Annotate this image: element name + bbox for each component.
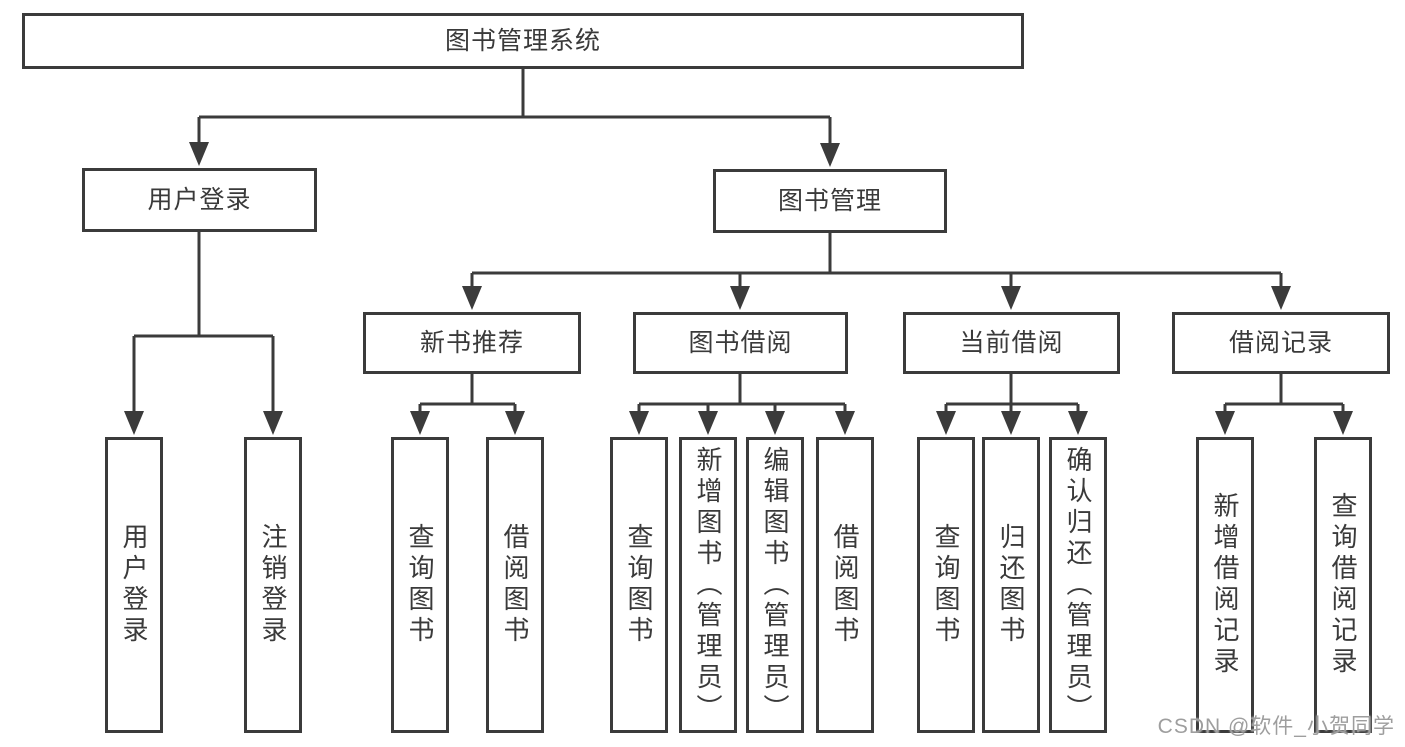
node-user-login: 用户登录 [82,168,317,232]
leaf-add-books-admin: 新增图书（管理员） [679,437,737,733]
node-library-management-system: 图书管理系统 [22,13,1024,69]
leaf-borrow-books-2: 借阅图书 [816,437,874,733]
node-label: 图书管理 [777,186,882,215]
leaf-logout: 注销登录 [244,437,302,733]
leaf-edit-books-admin: 编辑图书（管理员） [746,437,804,733]
leaf-query-books-3: 查询图书 [917,437,975,733]
node-book-management: 图书管理 [713,169,947,233]
leaf-add-borrow-record: 新增借阅记录 [1196,437,1254,733]
node-label: 查询借阅记录 [1328,492,1358,678]
node-label: 注销登录 [258,523,288,647]
node-label: 查询图书 [405,523,435,647]
node-label: 查询图书 [624,523,654,647]
watermark: CSDN @软件_小贺同学 [1157,715,1395,738]
leaf-query-books-2: 查询图书 [610,437,668,733]
node-label: 编辑图书（管理员） [760,445,790,725]
node-label: 新书推荐 [419,328,524,357]
node-label: 查询图书 [931,523,961,647]
node-label: 借阅记录 [1228,328,1333,357]
leaf-borrow-books-1: 借阅图书 [486,437,544,733]
node-label: 图书管理系统 [444,26,601,55]
leaf-query-borrow-record: 查询借阅记录 [1314,437,1372,733]
node-label: 借阅图书 [830,523,860,647]
node-label: 借阅图书 [500,523,530,647]
node-label: 当前借阅 [959,328,1064,357]
node-label: 用户登录 [119,523,149,647]
leaf-query-books-1: 查询图书 [391,437,449,733]
node-current-borrowing: 当前借阅 [903,312,1120,374]
node-label: 图书借阅 [688,328,793,357]
node-book-borrowing: 图书借阅 [633,312,848,374]
node-label: 确认归还（管理员） [1063,445,1093,725]
node-new-book-recommendation: 新书推荐 [363,312,581,374]
node-label: 用户登录 [147,185,252,214]
node-label: 新增借阅记录 [1210,492,1240,678]
node-borrowing-records: 借阅记录 [1172,312,1390,374]
node-label: 新增图书（管理员） [693,445,723,725]
leaf-confirm-return-admin: 确认归还（管理员） [1049,437,1107,733]
leaf-user-login: 用户登录 [105,437,163,733]
leaf-return-books: 归还图书 [982,437,1040,733]
node-label: 归还图书 [996,523,1026,647]
